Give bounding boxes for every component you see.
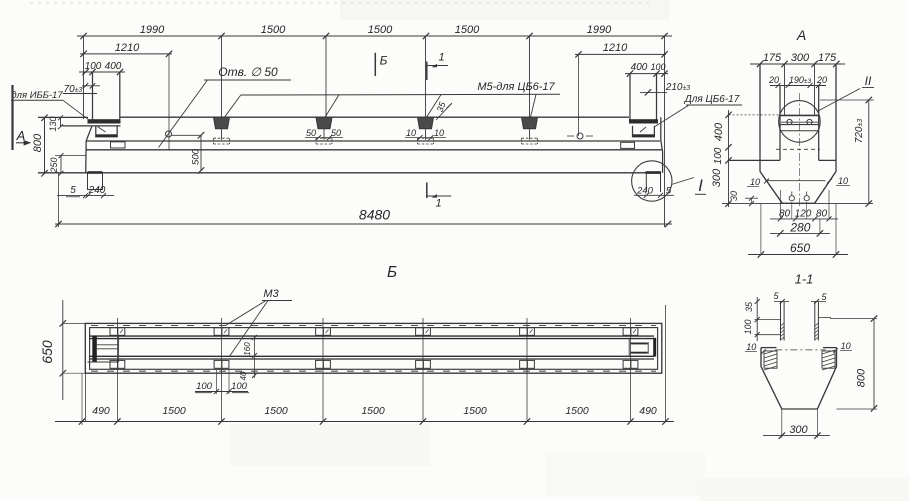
svg-text:1500: 1500 [463, 405, 487, 417]
svg-text:50: 50 [331, 128, 341, 138]
svg-text:10: 10 [434, 128, 444, 138]
svg-text:Для ЦБ6-17: Для ЦБ6-17 [684, 94, 740, 105]
svg-text:10: 10 [746, 342, 756, 352]
svg-text:10: 10 [838, 176, 848, 186]
svg-text:Б: Б [387, 264, 397, 281]
svg-text:II: II [865, 74, 872, 88]
svg-text:для ИББ-17: для ИББ-17 [11, 90, 63, 101]
svg-text:70±3: 70±3 [64, 84, 83, 95]
svg-text:100: 100 [713, 147, 724, 164]
svg-text:100: 100 [196, 381, 213, 392]
svg-text:5: 5 [773, 291, 779, 301]
svg-text:40: 40 [239, 371, 248, 380]
svg-text:1500: 1500 [565, 405, 589, 417]
svg-text:240: 240 [636, 186, 654, 197]
svg-text:400: 400 [105, 61, 122, 72]
svg-text:100: 100 [231, 381, 248, 392]
svg-text:1: 1 [435, 198, 441, 210]
svg-text:175: 175 [818, 52, 837, 64]
svg-text:35: 35 [744, 301, 754, 312]
svg-text:120: 120 [795, 209, 812, 220]
svg-text:10: 10 [750, 177, 760, 187]
svg-text:50: 50 [306, 128, 316, 138]
svg-text:490: 490 [92, 405, 110, 417]
svg-text:100: 100 [85, 61, 102, 72]
svg-text:300: 300 [791, 52, 810, 64]
svg-text:650: 650 [790, 241, 810, 255]
svg-text:20: 20 [816, 75, 827, 85]
svg-text:А: А [796, 27, 806, 43]
svg-text:1500: 1500 [455, 24, 480, 36]
svg-text:280: 280 [789, 221, 810, 235]
svg-text:8480: 8480 [359, 207, 390, 223]
svg-text:5: 5 [666, 186, 672, 197]
svg-text:1500: 1500 [361, 405, 385, 417]
svg-text:1210: 1210 [603, 42, 628, 54]
svg-text:1-1: 1-1 [795, 272, 814, 287]
svg-text:300: 300 [789, 424, 808, 436]
svg-text:1: 1 [438, 52, 444, 64]
svg-text:800: 800 [856, 368, 868, 387]
svg-text:А: А [16, 128, 26, 143]
svg-text:490: 490 [639, 405, 657, 417]
svg-text:М3: М3 [263, 288, 279, 300]
svg-text:I: I [698, 176, 703, 195]
svg-text:1500: 1500 [368, 24, 393, 36]
svg-text:100: 100 [743, 319, 753, 334]
svg-text:20: 20 [768, 75, 779, 85]
svg-text:5: 5 [70, 185, 76, 196]
svg-text:80: 80 [779, 209, 791, 220]
svg-text:400: 400 [713, 122, 725, 141]
svg-text:100: 100 [650, 62, 665, 72]
svg-text:190±3: 190±3 [789, 75, 812, 85]
svg-text:650: 650 [39, 340, 55, 364]
svg-text:Б: Б [380, 54, 388, 68]
svg-text:240: 240 [88, 185, 106, 196]
svg-text:80: 80 [816, 209, 828, 220]
svg-text:30: 30 [729, 191, 739, 201]
svg-text:1500: 1500 [261, 24, 286, 36]
svg-text:300: 300 [711, 168, 723, 187]
svg-text:400: 400 [631, 62, 648, 73]
svg-text:250: 250 [49, 157, 59, 173]
svg-text:1990: 1990 [140, 24, 165, 36]
svg-text:1210: 1210 [115, 42, 140, 54]
svg-text:1500: 1500 [264, 405, 288, 417]
svg-text:800: 800 [32, 133, 44, 152]
svg-text:10: 10 [406, 128, 416, 138]
svg-text:160: 160 [243, 342, 252, 356]
svg-text:210±3: 210±3 [665, 82, 691, 93]
svg-text:720±3: 720±3 [854, 119, 865, 144]
svg-text:35: 35 [435, 100, 448, 114]
svg-text:175: 175 [763, 52, 782, 64]
svg-text:1500: 1500 [162, 405, 186, 417]
svg-text:Отв. ∅ 50: Отв. ∅ 50 [218, 65, 278, 79]
svg-text:1990: 1990 [587, 24, 612, 36]
svg-text:500: 500 [191, 148, 202, 165]
svg-text:10: 10 [841, 341, 851, 351]
svg-text:130: 130 [48, 116, 58, 131]
svg-text:М5-для ЦБ6-17: М5-для ЦБ6-17 [477, 81, 555, 93]
svg-text:5: 5 [821, 292, 827, 302]
